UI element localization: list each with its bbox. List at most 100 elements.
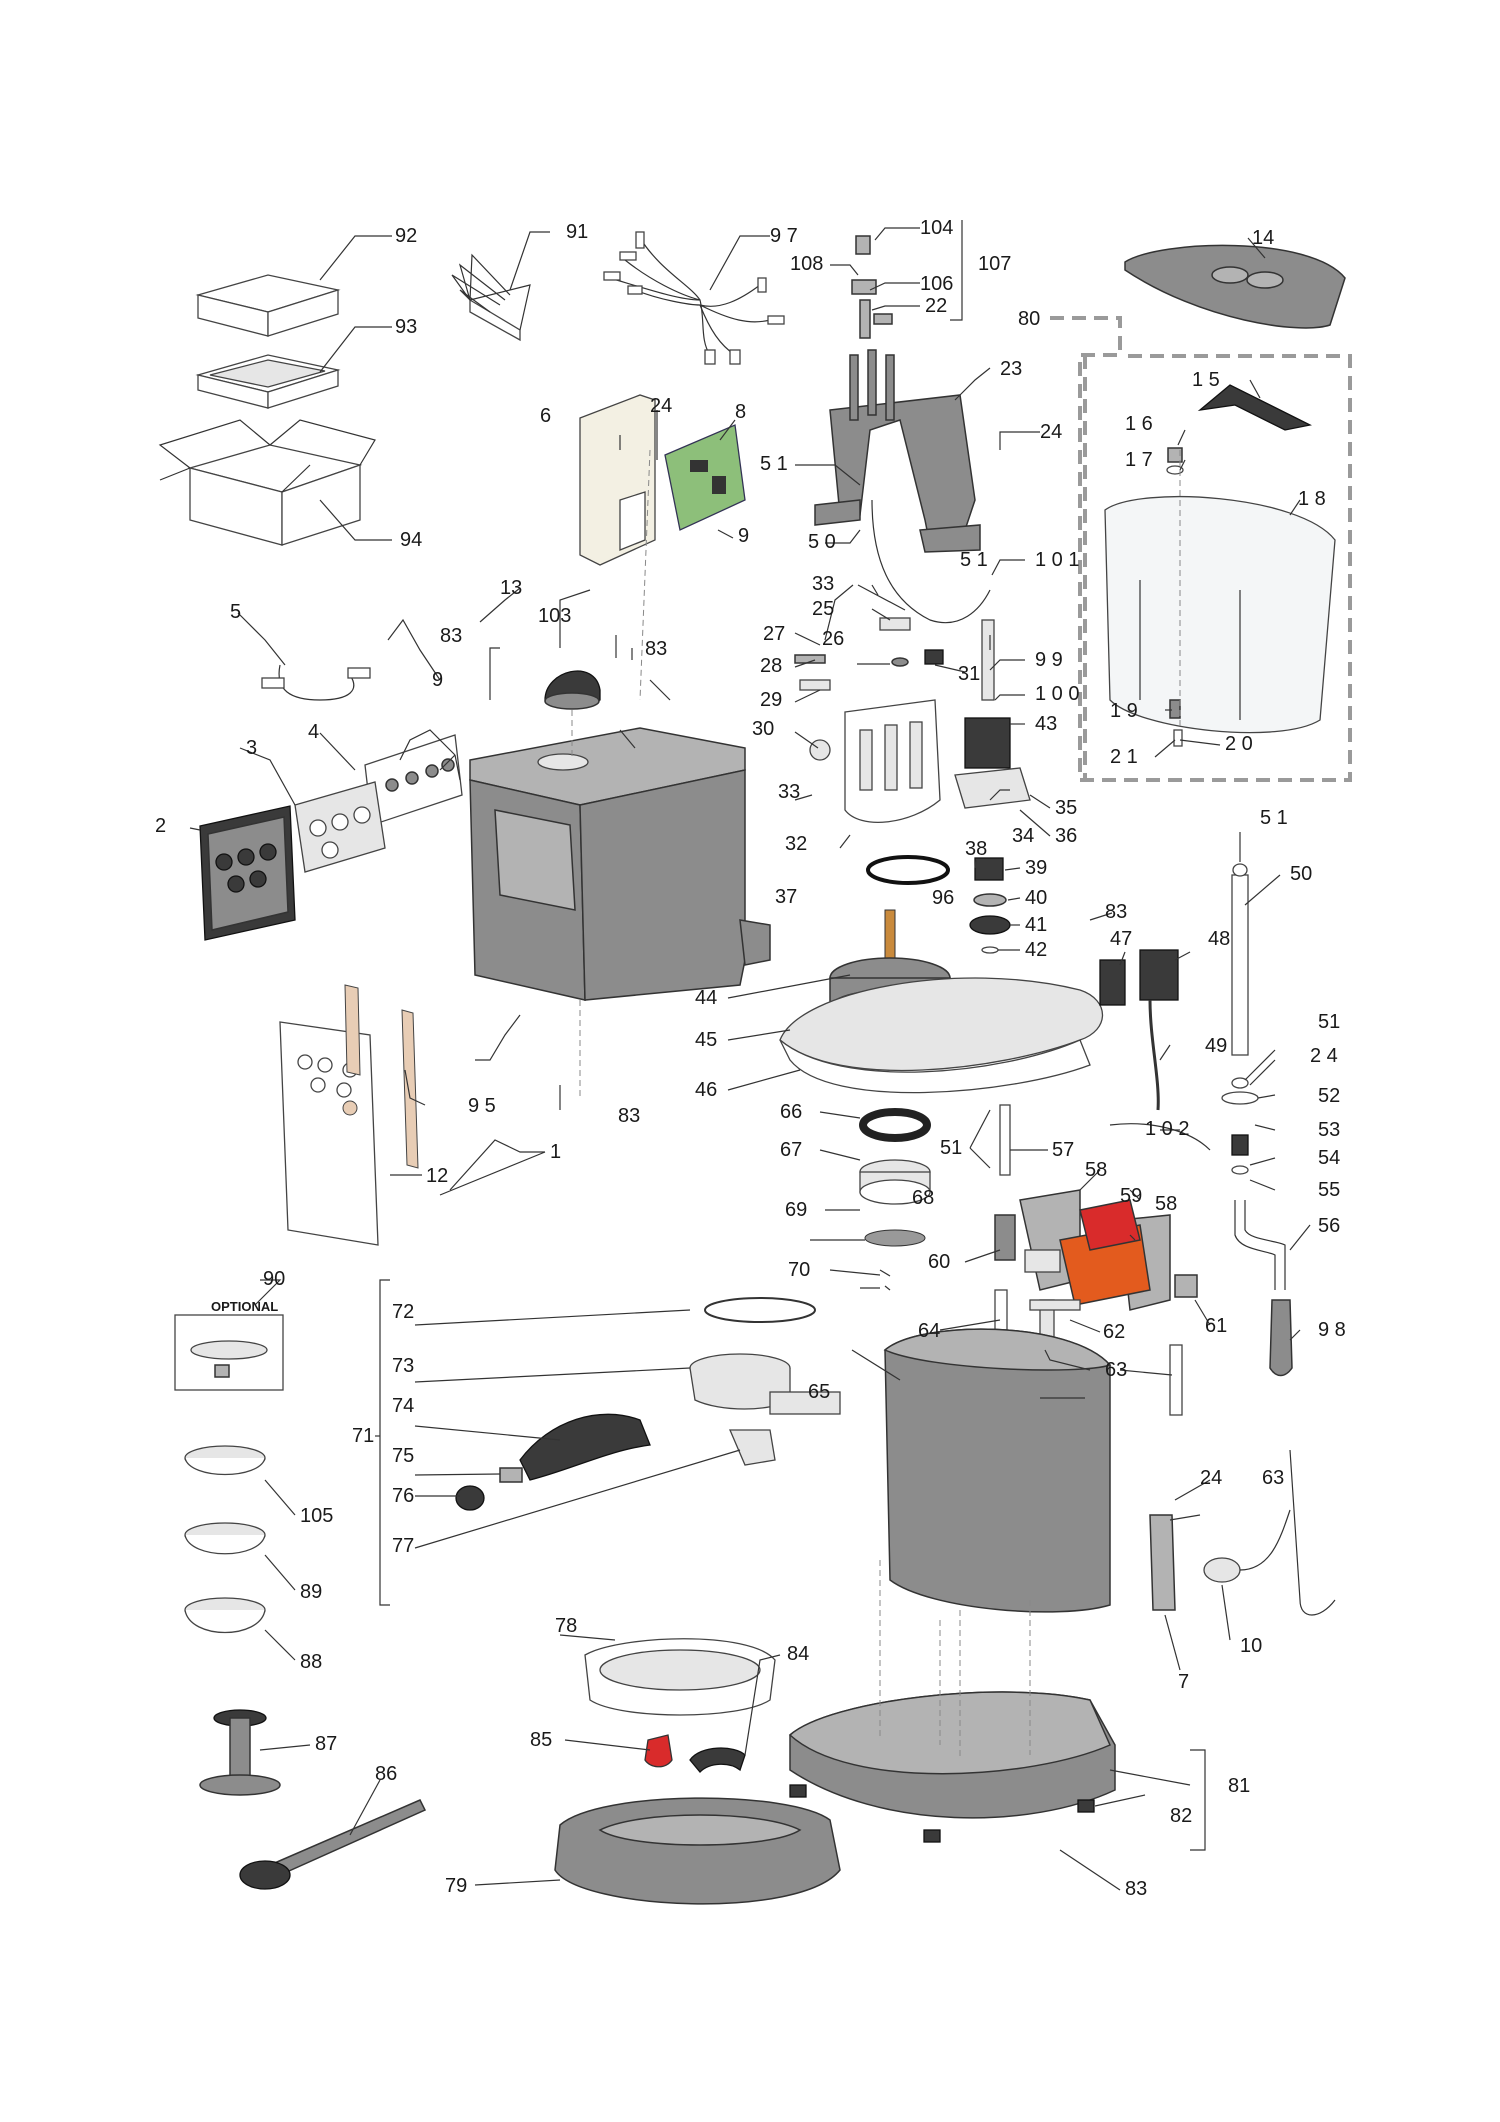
- part-main-housing-1: [469, 727, 771, 1001]
- callout-24-b: 24: [650, 395, 672, 417]
- callout-81: 81: [1228, 1775, 1250, 1797]
- callout-79: 79: [445, 1875, 467, 1897]
- callout-94: 94: [400, 529, 422, 551]
- callout-16: 1 6: [1125, 413, 1153, 435]
- callout-53: 53: [1318, 1119, 1340, 1141]
- part-fitting-61: [1174, 1274, 1198, 1298]
- part-spoon-86: [239, 1799, 427, 1890]
- part-filter-holder-73: [689, 1353, 841, 1415]
- callout-17: 1 7: [1125, 449, 1153, 471]
- callout-54: 54: [1318, 1147, 1340, 1169]
- part-steam-tip-98: [1269, 1299, 1293, 1377]
- callout-50-b: 50: [1290, 863, 1312, 885]
- callout-77: 77: [392, 1535, 414, 1557]
- part-drip-tray-79: [554, 1797, 841, 1905]
- callout-24-a: 24: [1040, 421, 1062, 443]
- callout-57: 57: [1052, 1139, 1074, 1161]
- callout-51-d: 51: [1318, 1011, 1340, 1033]
- part-switch-gasket-3: [294, 781, 386, 873]
- part-tamper-87: [199, 1709, 281, 1796]
- callout-98: 9 8: [1318, 1319, 1346, 1341]
- callout-70: 70: [788, 1259, 810, 1281]
- callout-39: 39: [1025, 857, 1047, 879]
- callout-106: 106: [920, 273, 953, 295]
- callout-30: 30: [752, 718, 774, 740]
- callout-93: 93: [395, 316, 417, 338]
- callout-62: 62: [1103, 1321, 1125, 1343]
- callout-9-a: 9: [738, 525, 749, 547]
- callout-37: 37: [775, 886, 797, 908]
- part-base-81: [788, 1691, 1116, 1819]
- part-switch-panel-4: [364, 734, 463, 826]
- part-cable-102: [1109, 1123, 1211, 1151]
- callout-105: 105: [300, 1505, 333, 1527]
- callout-19: 1 9: [1110, 700, 1138, 722]
- callout-24-d: 24: [1200, 1467, 1222, 1489]
- part-cable-5: [261, 664, 371, 701]
- callout-103: 103: [538, 605, 571, 627]
- part-tank-handle-15: [1197, 384, 1312, 431]
- callout-63-b: 63: [1262, 1467, 1284, 1489]
- callout-23: 23: [1000, 358, 1022, 380]
- callout-26: 26: [822, 628, 844, 650]
- callout-38: 38: [965, 838, 987, 860]
- part-label-sheet-12: [279, 1021, 379, 1246]
- part-solenoid-43: [954, 619, 1031, 809]
- callout-33-a: 33: [812, 573, 834, 595]
- part-cap-76: [455, 1485, 485, 1511]
- callout-14: 14: [1252, 227, 1274, 249]
- callout-15: 1 5: [1192, 369, 1220, 391]
- guide-line: [639, 449, 651, 701]
- callout-48: 48: [1208, 928, 1230, 950]
- callout-68: 68: [912, 1187, 934, 1209]
- part-clip-84: [689, 1747, 746, 1773]
- callout-59: 59: [1120, 1185, 1142, 1207]
- optional-label: OPTIONAL: [211, 1299, 278, 1314]
- part-board-bracket-6: [579, 394, 656, 566]
- callout-72: 72: [392, 1301, 414, 1323]
- callout-56: 56: [1318, 1215, 1340, 1237]
- callout-71: 71: [352, 1425, 374, 1447]
- callout-9-b: 9: [432, 669, 443, 691]
- callout-28: 28: [760, 655, 782, 677]
- part-box-insert-92: [195, 274, 341, 337]
- callout-58-a: 58: [1085, 1159, 1107, 1181]
- callout-27: 27: [763, 623, 785, 645]
- callout-102: 1 0 2: [1145, 1118, 1189, 1140]
- part-water-tank-18: [1104, 495, 1336, 734]
- part-control-board-8: [664, 424, 746, 531]
- part-handle-74: [519, 1413, 651, 1481]
- callout-60: 60: [928, 1251, 950, 1273]
- part-wiring-harness-97: [603, 231, 785, 365]
- part-drip-grid-78: [584, 1638, 776, 1716]
- callout-100: 1 0 0: [1035, 683, 1079, 705]
- part-top-cover-14: [1124, 244, 1346, 329]
- callout-51-a: 5 1: [760, 453, 788, 475]
- callout-35: 35: [1055, 797, 1077, 819]
- callout-89: 89: [300, 1581, 322, 1603]
- callout-21: 2 1: [1110, 746, 1138, 768]
- callout-78: 78: [555, 1615, 577, 1637]
- callout-51-b: 5 1: [960, 549, 988, 571]
- callout-18: 1 8: [1298, 488, 1326, 510]
- part-filter-basket-88: [184, 1597, 266, 1634]
- part-ring-72: [704, 1297, 816, 1323]
- part-boiler-fittings: [794, 617, 944, 761]
- part-valve-60: [994, 1104, 1016, 1261]
- callout-75: 75: [392, 1445, 414, 1467]
- callout-58-b: 58: [1155, 1193, 1177, 1215]
- callout-33-b: 33: [778, 781, 800, 803]
- callout-52: 52: [1318, 1085, 1340, 1107]
- part-filter-basket-105: [184, 1445, 266, 1476]
- part-manual-91: [451, 253, 531, 342]
- part-flow-parts-39-41: [969, 857, 1011, 954]
- callout-80: 80: [1018, 308, 1040, 330]
- callout-107: 107: [978, 253, 1011, 275]
- callout-45: 45: [695, 1029, 717, 1051]
- leader-lines: [189, 220, 1311, 1891]
- callout-96: 96: [932, 887, 954, 909]
- part-switch-48: [1099, 949, 1179, 1111]
- part-knob-13: [544, 670, 601, 710]
- callout-1: 1: [550, 1141, 561, 1163]
- part-boiler-bracket-23: [814, 349, 981, 553]
